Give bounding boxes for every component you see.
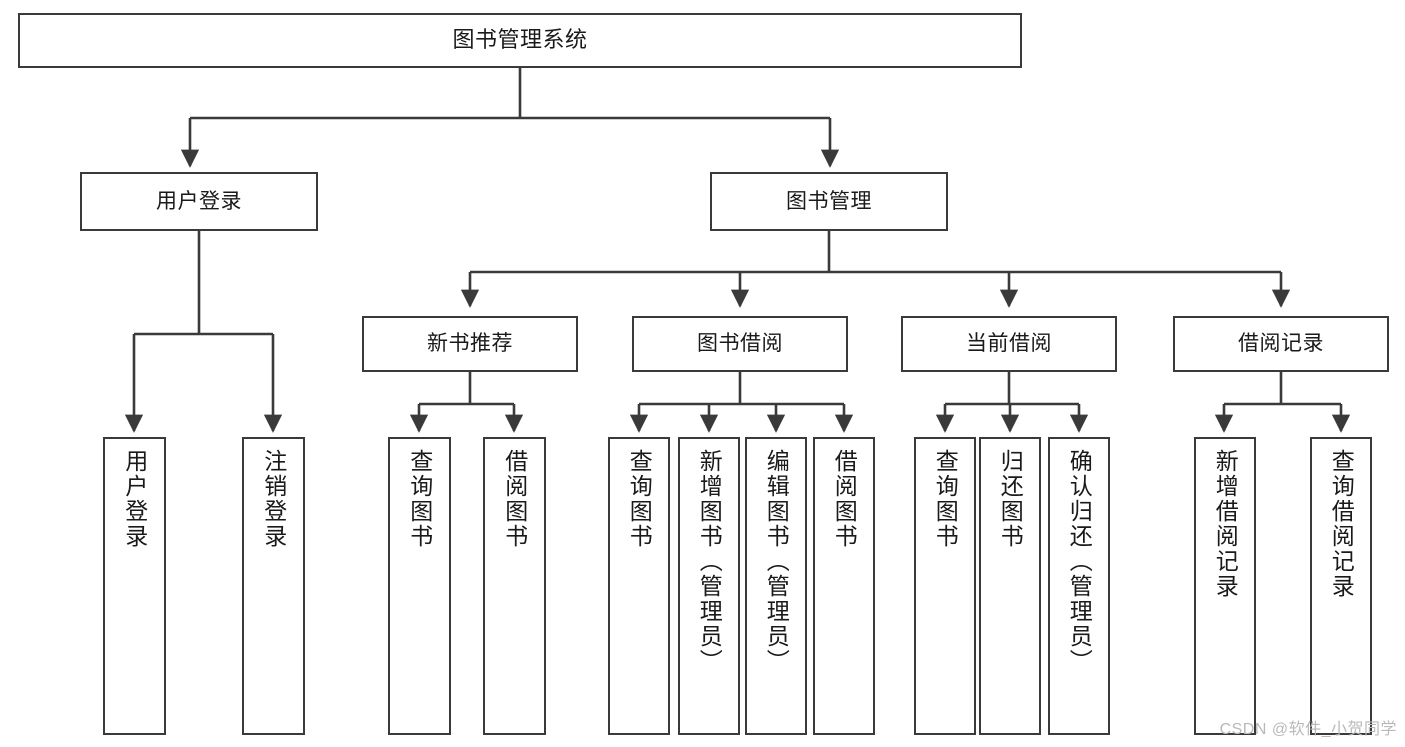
leaf-borrow-edit-book-admin[interactable]: 编辑图书（管理员） [745,437,807,735]
node-book-borrow[interactable]: 图书借阅 [632,316,848,372]
leaf-current-confirm-return-admin[interactable]: 确认归还（管理员） [1048,437,1110,735]
node-label: 查询图书 [626,449,653,549]
node-label: 借阅图书 [501,449,528,549]
node-label: 图书借阅 [697,332,783,356]
leaf-new-book-borrow-book[interactable]: 借阅图书 [483,437,546,735]
leaf-record-query-borrow-record[interactable]: 查询借阅记录 [1310,437,1372,735]
leaf-new-book-query-book[interactable]: 查询图书 [388,437,451,735]
node-label: 图书管理系统 [452,27,588,53]
node-label: 归还图书 [997,449,1024,549]
leaf-borrow-add-book-admin[interactable]: 新增图书（管理员） [678,437,740,735]
node-label: 查询图书 [406,449,433,549]
node-label: 图书管理 [786,189,872,213]
node-book-management[interactable]: 图书管理 [710,172,948,231]
leaf-current-query-book[interactable]: 查询图书 [914,437,976,735]
leaf-user-login-login[interactable]: 用户登录 [103,437,166,735]
leaf-record-add-borrow-record[interactable]: 新增借阅记录 [1194,437,1256,735]
node-user-login[interactable]: 用户登录 [80,172,318,231]
node-root-book-management-system[interactable]: 图书管理系统 [18,13,1022,68]
node-label: 新增借阅记录 [1212,449,1239,599]
leaf-user-login-logout[interactable]: 注销登录 [242,437,305,735]
leaf-current-return-book[interactable]: 归还图书 [979,437,1041,735]
node-label: 确认归还（管理员） [1066,449,1093,674]
node-label: 新增图书（管理员） [696,449,723,674]
node-label: 查询图书 [932,449,959,549]
node-label: 新书推荐 [427,332,513,356]
node-label: 注销登录 [260,449,287,549]
leaf-borrow-query-book[interactable]: 查询图书 [608,437,670,735]
node-label: 借阅图书 [831,449,858,549]
leaf-borrow-borrow-book[interactable]: 借阅图书 [813,437,875,735]
node-new-book-recommend[interactable]: 新书推荐 [362,316,578,372]
watermark: CSDN @软件_小贺同学 [1219,721,1397,738]
node-label: 编辑图书（管理员） [763,449,790,674]
node-current-borrow[interactable]: 当前借阅 [901,316,1117,372]
node-borrow-record[interactable]: 借阅记录 [1173,316,1389,372]
node-label: 用户登录 [156,189,242,213]
node-label: 当前借阅 [966,332,1052,356]
node-label: 借阅记录 [1238,332,1324,356]
node-label: 查询借阅记录 [1328,449,1355,599]
node-label: 用户登录 [121,449,148,549]
